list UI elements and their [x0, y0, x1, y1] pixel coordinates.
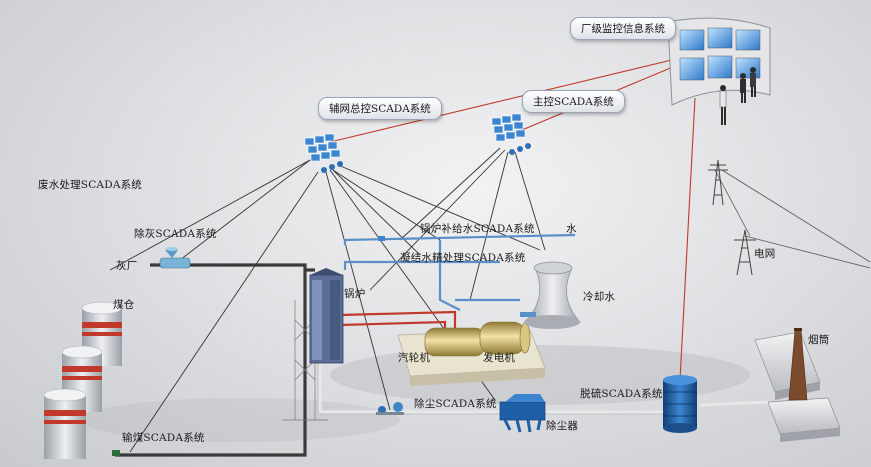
coal-conveying-scada-label: 输煤SCADA系统: [122, 432, 205, 444]
turbine-icon: [424, 321, 531, 357]
network-link: [109, 159, 311, 271]
dust-removal-scada-label: 除尘SCADA系统: [414, 398, 497, 410]
aux-scada-node-icon: [304, 133, 343, 173]
network-link: [179, 159, 311, 261]
network-hub-icon: [112, 236, 385, 456]
power-lines: [714, 169, 871, 269]
ash-conveyor: [115, 263, 307, 457]
power-line: [744, 235, 871, 269]
chimney-label: 烟筒: [808, 334, 830, 346]
network-link: [332, 169, 441, 241]
water-label: 水: [566, 223, 577, 235]
desulfurization-scada-label: 脱硫SCADA系统: [580, 388, 663, 400]
flue-duct-edge: [317, 360, 665, 415]
coal-bunker-group: [43, 301, 123, 459]
network-link: [325, 171, 391, 411]
chimney-icon: [788, 328, 808, 401]
boiler-makeup-water-scada-label: 锅炉补给水SCADA系统: [420, 223, 535, 235]
cooling-tower-icon: [520, 261, 581, 329]
main-scada-node-icon: [491, 113, 531, 155]
network-link: [469, 151, 509, 301]
ash-device-icon: [159, 247, 191, 269]
building-icon: [767, 397, 841, 442]
generator-label: 发电机: [483, 352, 516, 364]
conveyor-lines: [115, 263, 315, 457]
water-pipe: [343, 260, 500, 270]
pylon-icon: [734, 229, 756, 276]
network-link: [332, 169, 421, 256]
coal-bunker-label: 煤仓: [113, 299, 135, 311]
wastewater-scada-label: 废水处理SCADA系统: [38, 179, 143, 191]
network-link: [369, 149, 506, 291]
coal-silo: [43, 388, 87, 459]
power-line: [721, 169, 871, 263]
network-link: [399, 147, 501, 241]
dust-collector-label: 除尘器: [546, 420, 579, 432]
dust-collector-icon: [499, 394, 546, 433]
water-pipe: [438, 240, 461, 311]
pump-icon: [376, 402, 404, 415]
monitor-screens: [679, 27, 761, 81]
boiler-icon: [309, 268, 344, 364]
power-grid-label: 电网: [754, 248, 776, 260]
flue-duct: [318, 360, 771, 414]
red-link: [329, 57, 681, 143]
network-link: [514, 151, 546, 251]
water-pipes: [343, 233, 576, 311]
main-control-scada-label: 主控SCADA系统: [522, 90, 625, 113]
cooling-water-label: 冷却水: [583, 291, 616, 303]
network-link-group: [109, 147, 546, 453]
water-pipe: [343, 233, 576, 245]
ash-yard-label: 灰厂: [116, 260, 138, 272]
ash-removal-scada-label: 除灰SCADA系统: [134, 228, 217, 240]
boiler-label: 锅炉: [344, 288, 366, 300]
aux-network-scada-label: 辅网总控SCADA系统: [318, 97, 442, 120]
condensate-treatment-scada-label: 凝结水精处理SCADA系统: [400, 252, 526, 264]
pylon-icon: [708, 159, 728, 206]
plant-monitoring-label: 厂级监控信息系统: [570, 17, 676, 40]
red-link: [679, 97, 696, 381]
operator-figures: [719, 67, 756, 125]
turbine-label: 汽轮机: [398, 352, 431, 364]
network-link: [129, 171, 319, 453]
desulfurization-tower-icon: [663, 375, 697, 433]
